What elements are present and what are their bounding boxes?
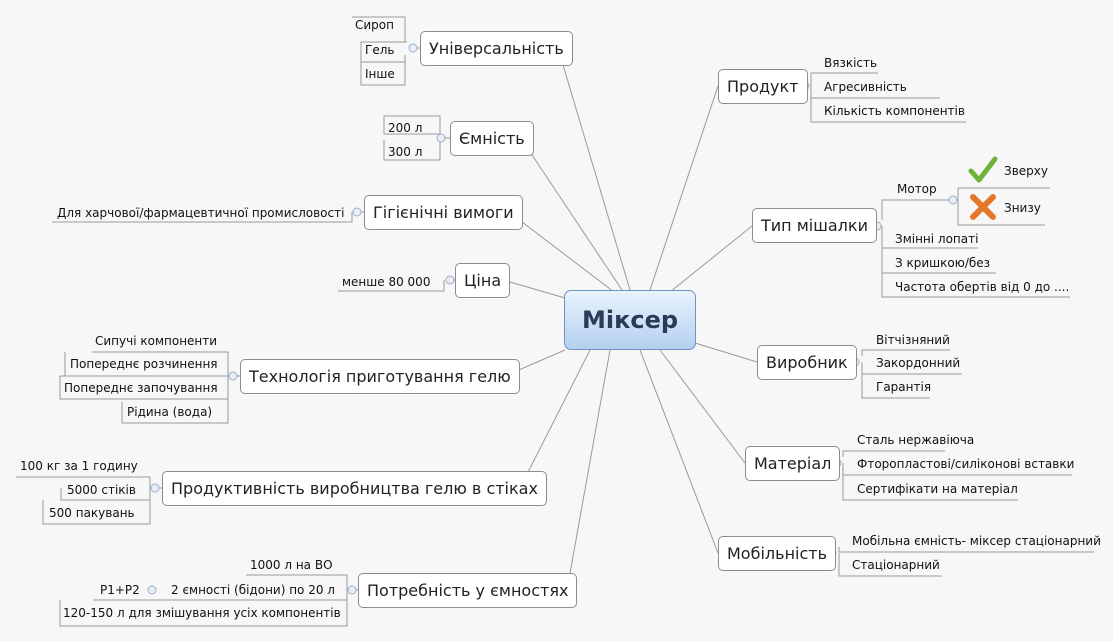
subtopic-price-value[interactable]: менше 80 000: [342, 275, 431, 289]
subtopic-bottom-mount[interactable]: Знизу: [1004, 201, 1041, 215]
subtopic-rotation-speed[interactable]: Частота обертів від 0 до ....: [895, 280, 1070, 294]
subtopic-syrup[interactable]: Сироп: [355, 18, 394, 32]
cross-icon: [970, 194, 996, 220]
topic-capacity[interactable]: Ємність: [450, 121, 534, 156]
subtopic-foreign[interactable]: Закордонний: [876, 356, 961, 370]
topic-universal[interactable]: Універсальність: [420, 31, 573, 66]
subtopic-motor[interactable]: Мотор: [897, 182, 937, 196]
topic-hygiene[interactable]: Гігієнічні вимоги: [364, 195, 523, 230]
subtopic-bulk-components[interactable]: Сипучі компоненти: [95, 334, 218, 348]
subtopic-pre-soaking[interactable]: Попереднє започування: [64, 381, 218, 395]
topic-gel-technology[interactable]: Технологія приготування гелю: [240, 359, 520, 394]
topic-mobility[interactable]: Мобільність: [718, 536, 837, 571]
topic-manufacturer[interactable]: Виробник: [757, 345, 857, 380]
subtopic-viscosity[interactable]: Вязкість: [824, 56, 878, 70]
subtopic-200l[interactable]: 200 л: [388, 121, 423, 135]
subtopic-aggressiveness[interactable]: Агресивність: [824, 80, 907, 94]
subtopic-domestic[interactable]: Вітчізняний: [876, 333, 950, 347]
collapse-toggle: [408, 43, 418, 53]
subtopic-liquid-water[interactable]: Рідина (вода): [127, 405, 213, 419]
subtopic-300l[interactable]: 300 л: [388, 145, 423, 159]
topic-product[interactable]: Продукт: [718, 69, 808, 104]
topic-mixer-type[interactable]: Тип мішалки: [752, 208, 877, 243]
subtopic-500-packs[interactable]: 500 пакувань: [49, 506, 135, 520]
subtopic-100kg-hour[interactable]: 100 кг за 1 годину: [20, 459, 138, 473]
subtopic-component-count[interactable]: Кількість компонентів: [824, 104, 965, 118]
topic-material[interactable]: Матеріал: [745, 446, 841, 481]
checkmark-icon: [968, 156, 998, 183]
subtopic-warranty[interactable]: Гарантія: [876, 380, 932, 394]
subtopic-top-mount[interactable]: Зверху: [1004, 164, 1048, 178]
topic-productivity[interactable]: Продуктивність виробництва гелю в стіках: [162, 471, 547, 506]
subtopic-p1-p2[interactable]: P1+P2: [100, 583, 140, 597]
subtopic-ptfe-inserts[interactable]: Фторопластові/силіконові вставки: [857, 457, 1075, 471]
central-topic[interactable]: Міксер: [564, 290, 696, 350]
subtopic-pre-dissolving[interactable]: Попереднє розчинення: [70, 357, 218, 371]
subtopic-two-containers[interactable]: 2 ємності (бідони) по 20 л: [171, 583, 335, 597]
subtopic-1000l-vo[interactable]: 1000 л на ВО: [250, 558, 333, 572]
subtopic-gel[interactable]: Гель: [365, 43, 395, 57]
subtopic-stainless-steel[interactable]: Сталь нержавіюча: [857, 433, 975, 447]
subtopic-mobile-container[interactable]: Мобільна ємність- міксер стаціонарний: [852, 534, 1101, 548]
subtopic-5000-sticks[interactable]: 5000 стіків: [67, 483, 136, 497]
subtopic-stationary[interactable]: Стаціонарний: [852, 558, 940, 572]
subtopic-food-pharma[interactable]: Для харчової/фармацевтичної промисловост…: [57, 206, 345, 220]
topic-container-need[interactable]: Потребність у ємностях: [358, 573, 578, 608]
subtopic-changeable-blades[interactable]: Змінні лопаті: [895, 232, 979, 246]
subtopic-material-certificates[interactable]: Сертифікати на матеріал: [857, 482, 1018, 496]
subtopic-mixing-volume[interactable]: 120-150 л для змішування усіх компоненті…: [63, 606, 341, 620]
subtopic-with-lid[interactable]: З кришкою/без: [895, 256, 991, 270]
subtopic-other[interactable]: Інше: [365, 67, 395, 81]
topic-price[interactable]: Ціна: [455, 263, 511, 298]
